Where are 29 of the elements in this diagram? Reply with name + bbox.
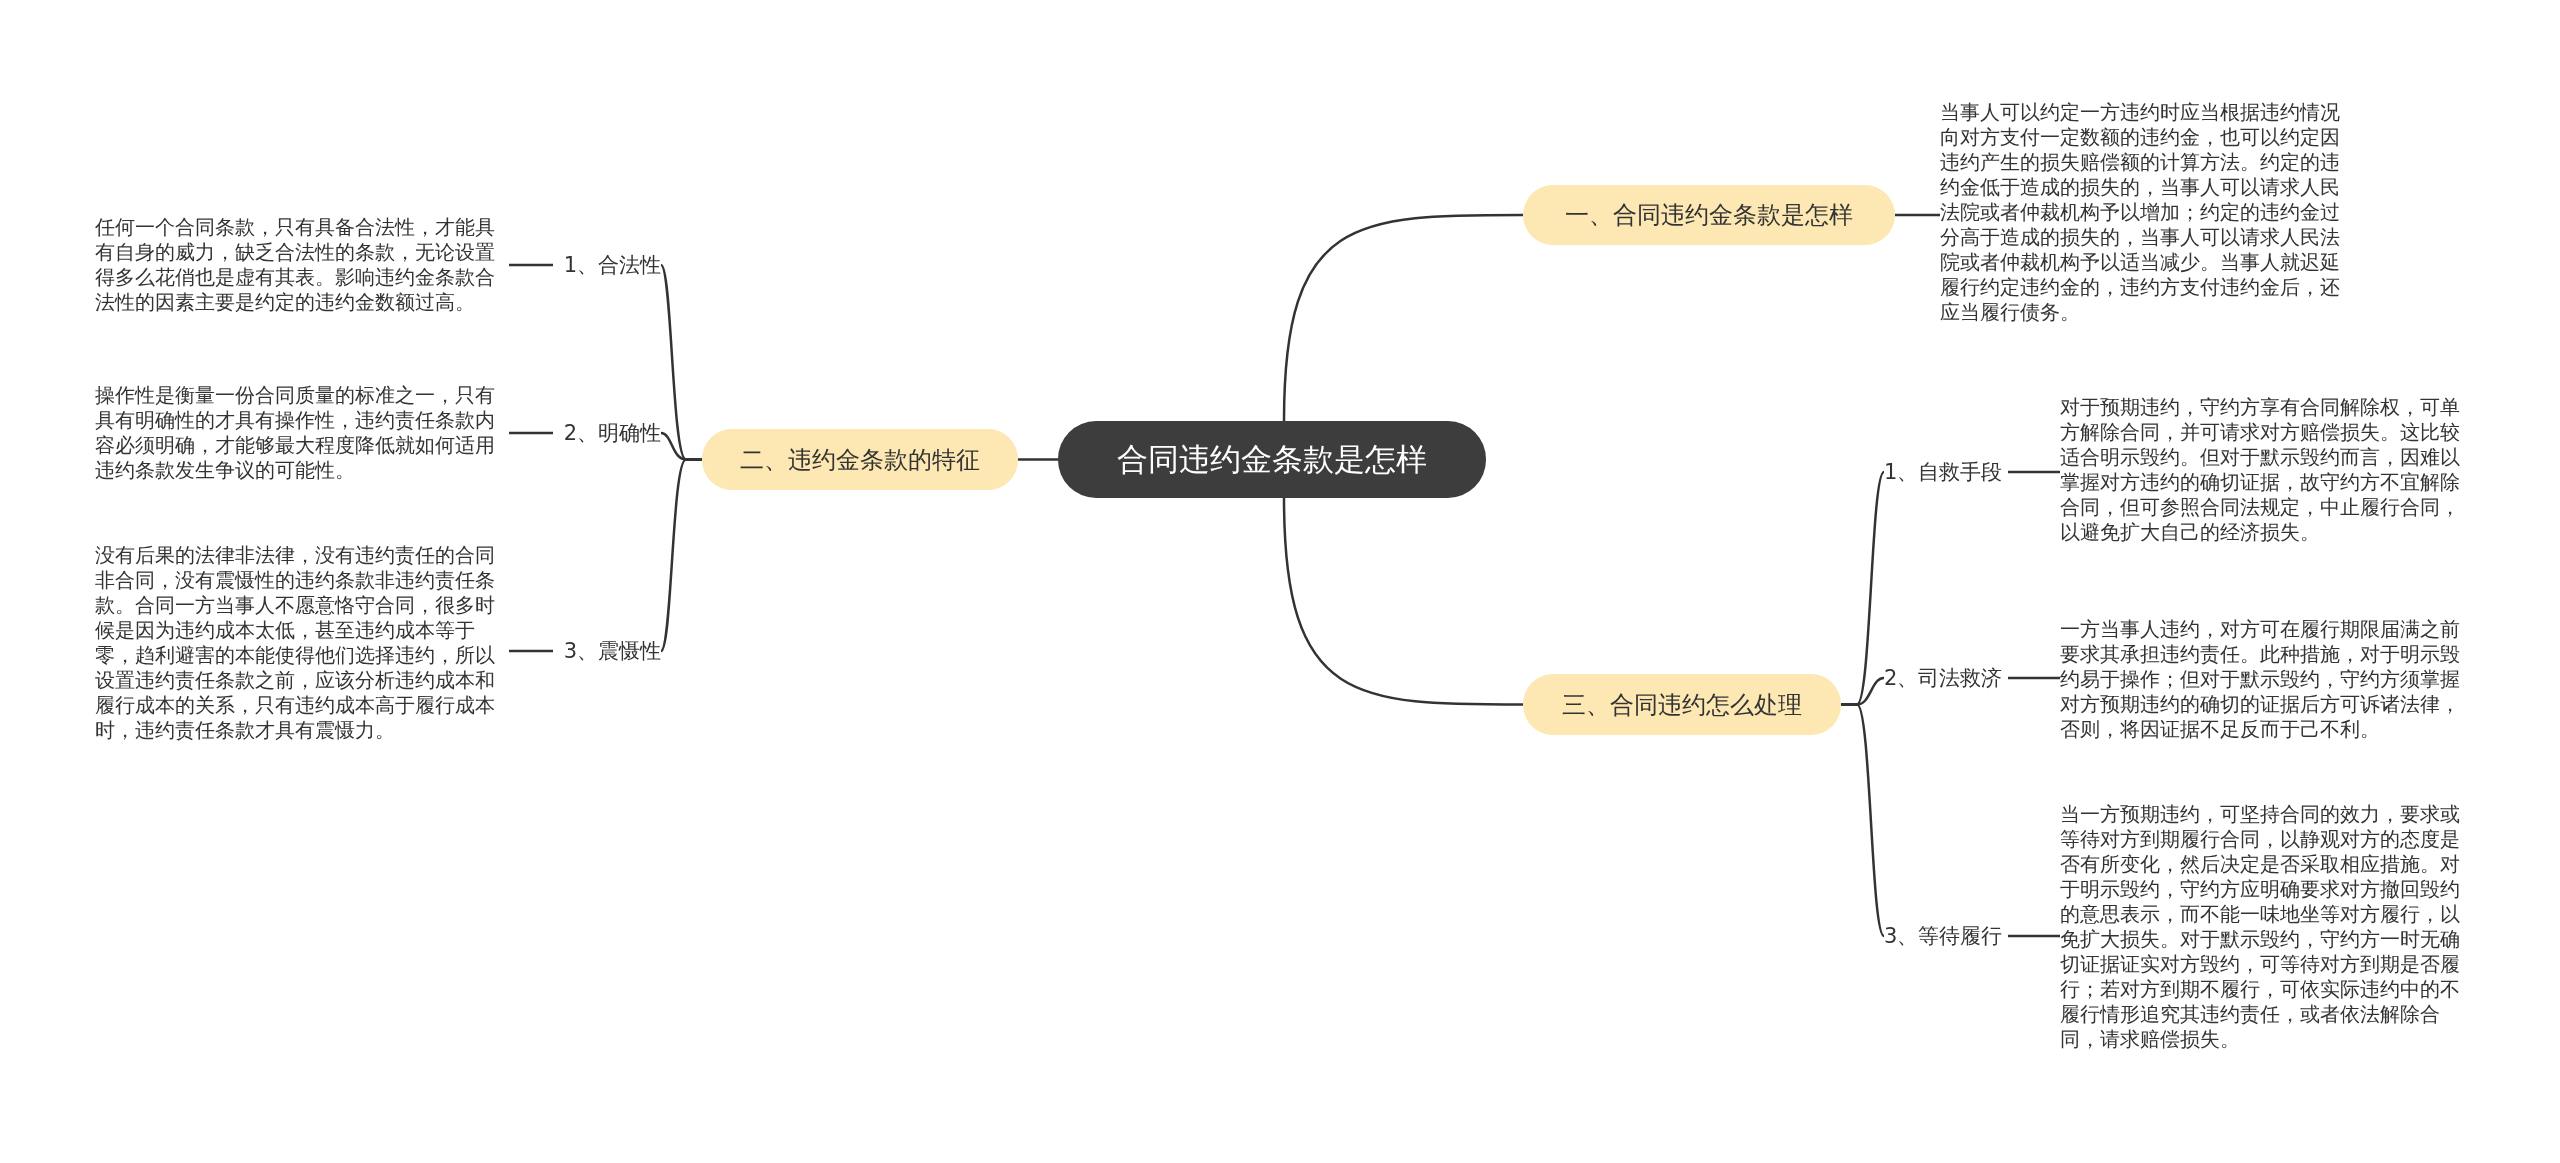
connector-line [509, 263, 553, 267]
subtopic-label: 2、司法救济 [1884, 663, 2008, 693]
branch-topic-box: 二、违约金条款的特征 [702, 429, 1018, 490]
central-topic-box: 合同违约金条款是怎样 [1058, 421, 1486, 498]
connector-line [1841, 703, 1886, 937]
subtopic-label: 2、明确性 [553, 418, 661, 448]
connector-line [659, 458, 702, 652]
connector-line [1895, 213, 1940, 217]
description-text: 一方当事人违约，对方可在履行期限届满之前要求其承担违约责任。此种措施，对于明示毁约易于操作；但对于默示毁约，守约方须掌握对方预期违约的确切的证据后方可诉诸法律，否则，将因证据不足反而于己不利。 [2060, 617, 2474, 742]
connector-line [509, 431, 553, 435]
description-text: 任何一个合同条款，只有具备合法性，才能具有自身的威力，缺乏合法性的条款，无论设置得多么花俏也是虚有其表。影响违约金条款合法性的因素主要是约定的违约金数额过高。 [95, 215, 509, 315]
description-text: 没有后果的法律非法律，没有违约责任的合同非合同，没有震慑性的违约条款非违约责任条款。合同一方当事人不愿意恪守合同，很多时候是因为违约成本太低，甚至违约成本等于零，趋利避害的本能使得他们选择违约，所以设置违约责任条款之前，应该分析违约成本和履行成本的关系，只有违约成本高于履行成本时，违约责任条款才具有震慑力。 [95, 543, 509, 743]
branch-topic-box: 三、合同违约怎么处理 [1523, 674, 1841, 735]
subtopic-label: 3、震慑性 [553, 636, 661, 666]
description-text: 操作性是衡量一份合同质量的标准之一，只有具有明确性的才具有操作性，违约责任条款内容必须明确，才能够最大程度降低就如何适用违约条款发生争议的可能性。 [95, 383, 509, 483]
connector-line [1282, 213, 1523, 422]
description-text: 当一方预期违约，可坚持合同的效力，要求或等待对方到期履行合同，以静观对方的态度是否有所变化，然后决定是否采取相应措施。对于明示毁约，守约方应明确要求对方撤回毁约的意思表示，而不能一味地坐等对方履行，以免扩大损失。对于默示毁约，守约方一时无确切证据证实对方毁约，可等待对方到期是否履行；若对方到期不履行，可依实际违约中的不履行情形追究其违约责任，或者依法解除合同，请求赔偿损失。 [2060, 802, 2474, 1052]
subtopic-label: 3、等待履行 [1884, 921, 2008, 951]
connector-line [509, 649, 553, 653]
subtopic-label: 1、自救手段 [1884, 457, 2008, 487]
connector-line [2008, 934, 2060, 938]
branch-topic-box: 一、合同违约金条款是怎样 [1523, 185, 1895, 245]
connector-line [2008, 676, 2060, 680]
description-text: 当事人可以约定一方违约时应当根据违约情况向对方支付一定数额的违约金，也可以约定因违约产生的损失赔偿额的计算方法。约定的违约金低于造成的损失的，当事人可以请求人民法院或者仲裁机构予以增加；约定的违约金过分高于造成的损失的，当事人可以请求人民法院或者仲裁机构予以适当减少。当事人就迟延履行约定违约金的，违约方支付违约金后，还应当履行债务。 [1940, 100, 2354, 325]
connector-line [1018, 458, 1058, 461]
subtopic-label: 1、合法性 [553, 250, 661, 280]
connector-line [2008, 470, 2060, 474]
description-text: 对于预期违约，守约方享有合同解除权，可单方解除合同，并可请求对方赔偿损失。这比较适合明示毁约。但对于默示毁约而言，因难以掌握对方违约的确切证据，故守约方不宜解除合同，但可参照合同法规定，中止履行合同，以避免扩大自己的经济损失。 [2060, 395, 2474, 545]
connector-line [1282, 497, 1523, 706]
